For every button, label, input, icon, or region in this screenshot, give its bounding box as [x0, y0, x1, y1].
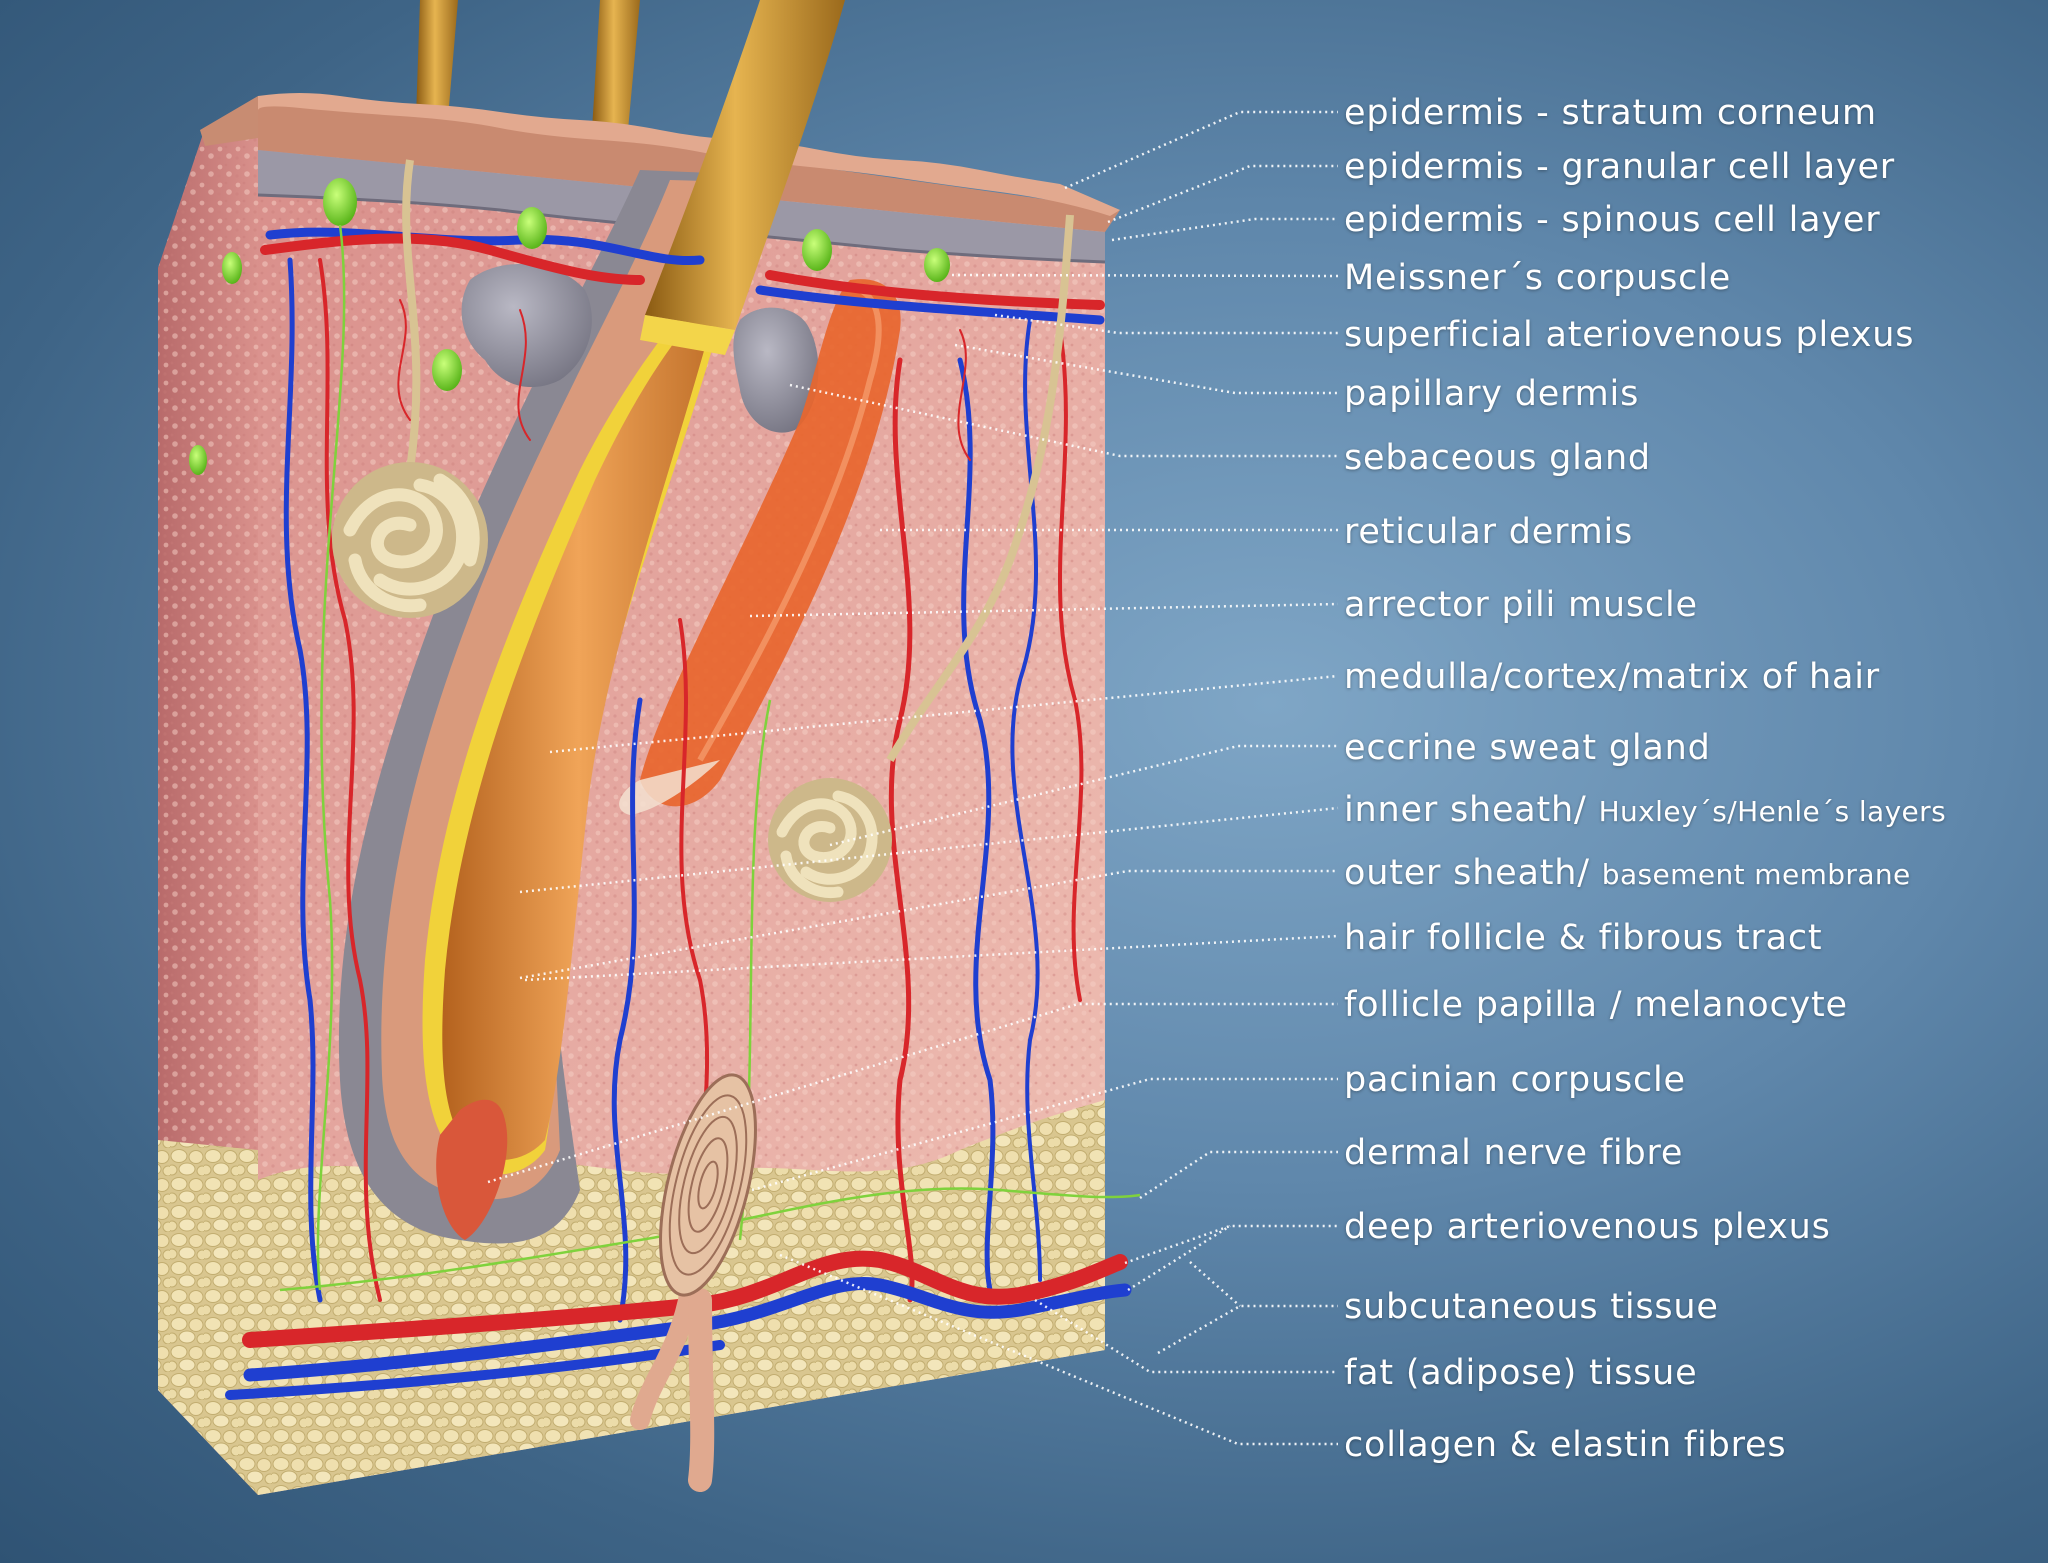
leader-sebaceous — [789, 383, 1338, 458]
meissner-corpuscles — [189, 178, 950, 475]
label-outer-sheath: outer sheath/ basement membrane — [1344, 853, 1911, 893]
leader-outer-sheath — [519, 869, 1338, 980]
label-collagen-elastin-fibres: collagen & elastin fibres — [1344, 1425, 1787, 1465]
label-epidermis-spinous-cell-layer: epidermis - spinous cell layer — [1344, 200, 1881, 240]
label-inner-sheath: inner sheath/ Huxley´s/Henle´s layers — [1344, 790, 1947, 830]
label-hair-follicle-fibrous-tract: hair follicle & fibrous tract — [1344, 918, 1823, 958]
label-dermal-nerve-fibre: dermal nerve fibre — [1344, 1133, 1684, 1173]
leader-lines — [487, 110, 1339, 1446]
label-superficial-ateriovenous-plexus: superficial ateriovenous plexus — [1344, 315, 1915, 355]
leader-superficial-plexus — [994, 313, 1338, 335]
leader-meissner — [951, 273, 1339, 278]
main-hair-shaft — [640, 0, 845, 355]
block-side-face — [158, 96, 258, 1495]
leader-arrector — [749, 602, 1339, 618]
leader-subcutaneous-2 — [1189, 1261, 1241, 1307]
label-inner-sheath-sub: Huxley´s/Henle´s layers — [1598, 795, 1947, 828]
leader-epidermis-spinous — [1111, 217, 1338, 242]
label-deep-arteriovenous-plexus: deep arteriovenous plexus — [1344, 1207, 1831, 1247]
label-arrector-pili-muscle: arrector pili muscle — [1344, 585, 1698, 625]
label-sebaceous-gland: sebaceous gland — [1344, 438, 1651, 478]
label-follicle-papilla-melanocyte: follicle papilla / melanocyte — [1344, 985, 1848, 1025]
blood-vessels — [225, 227, 1132, 1400]
label-fat-adipose-tissue: fat (adipose) tissue — [1344, 1353, 1698, 1393]
leader-deep-plexus-1 — [1124, 1224, 1338, 1265]
label-epidermis-stratum-corneum: epidermis - stratum corneum — [1344, 93, 1877, 133]
label-meissner-corpuscle: Meissner´s corpuscle — [1344, 258, 1732, 298]
leader-epidermis-granular — [1107, 164, 1338, 224]
label-papillary-dermis: papillary dermis — [1344, 374, 1640, 414]
label-epidermis-granular-cell-layer: epidermis - granular cell layer — [1344, 147, 1895, 187]
label-pacinian-corpuscle: pacinian corpuscle — [1344, 1060, 1686, 1100]
pacinian-corpuscle — [630, 1073, 757, 1492]
hair-follicle — [338, 170, 760, 1244]
sebaceous-glands — [461, 263, 819, 433]
leader-sweat-gland — [829, 744, 1338, 847]
leader-nerve — [1139, 1150, 1338, 1200]
label-eccrine-sweat-gland: eccrine sweat gland — [1344, 728, 1711, 768]
hair-shafts-back — [416, 0, 640, 130]
leader-inner-sheath — [519, 806, 1339, 894]
leader-deep-plexus-2 — [1127, 1224, 1231, 1292]
leader-subcutaneous-1 — [1157, 1304, 1338, 1355]
label-medulla-cortex-matrix: medulla/cortex/matrix of hair — [1344, 657, 1880, 697]
leader-follicle-fibrous — [524, 934, 1339, 982]
label-subcutaneous-tissue: subcutaneous tissue — [1344, 1287, 1719, 1327]
label-outer-sheath-sub: basement membrane — [1601, 858, 1911, 891]
arrector-pili-muscle — [619, 279, 901, 815]
leader-follicle-papilla — [487, 1002, 1338, 1184]
label-reticular-dermis: reticular dermis — [1344, 512, 1634, 552]
leader-epidermis-stratum-corneum — [1064, 110, 1338, 190]
